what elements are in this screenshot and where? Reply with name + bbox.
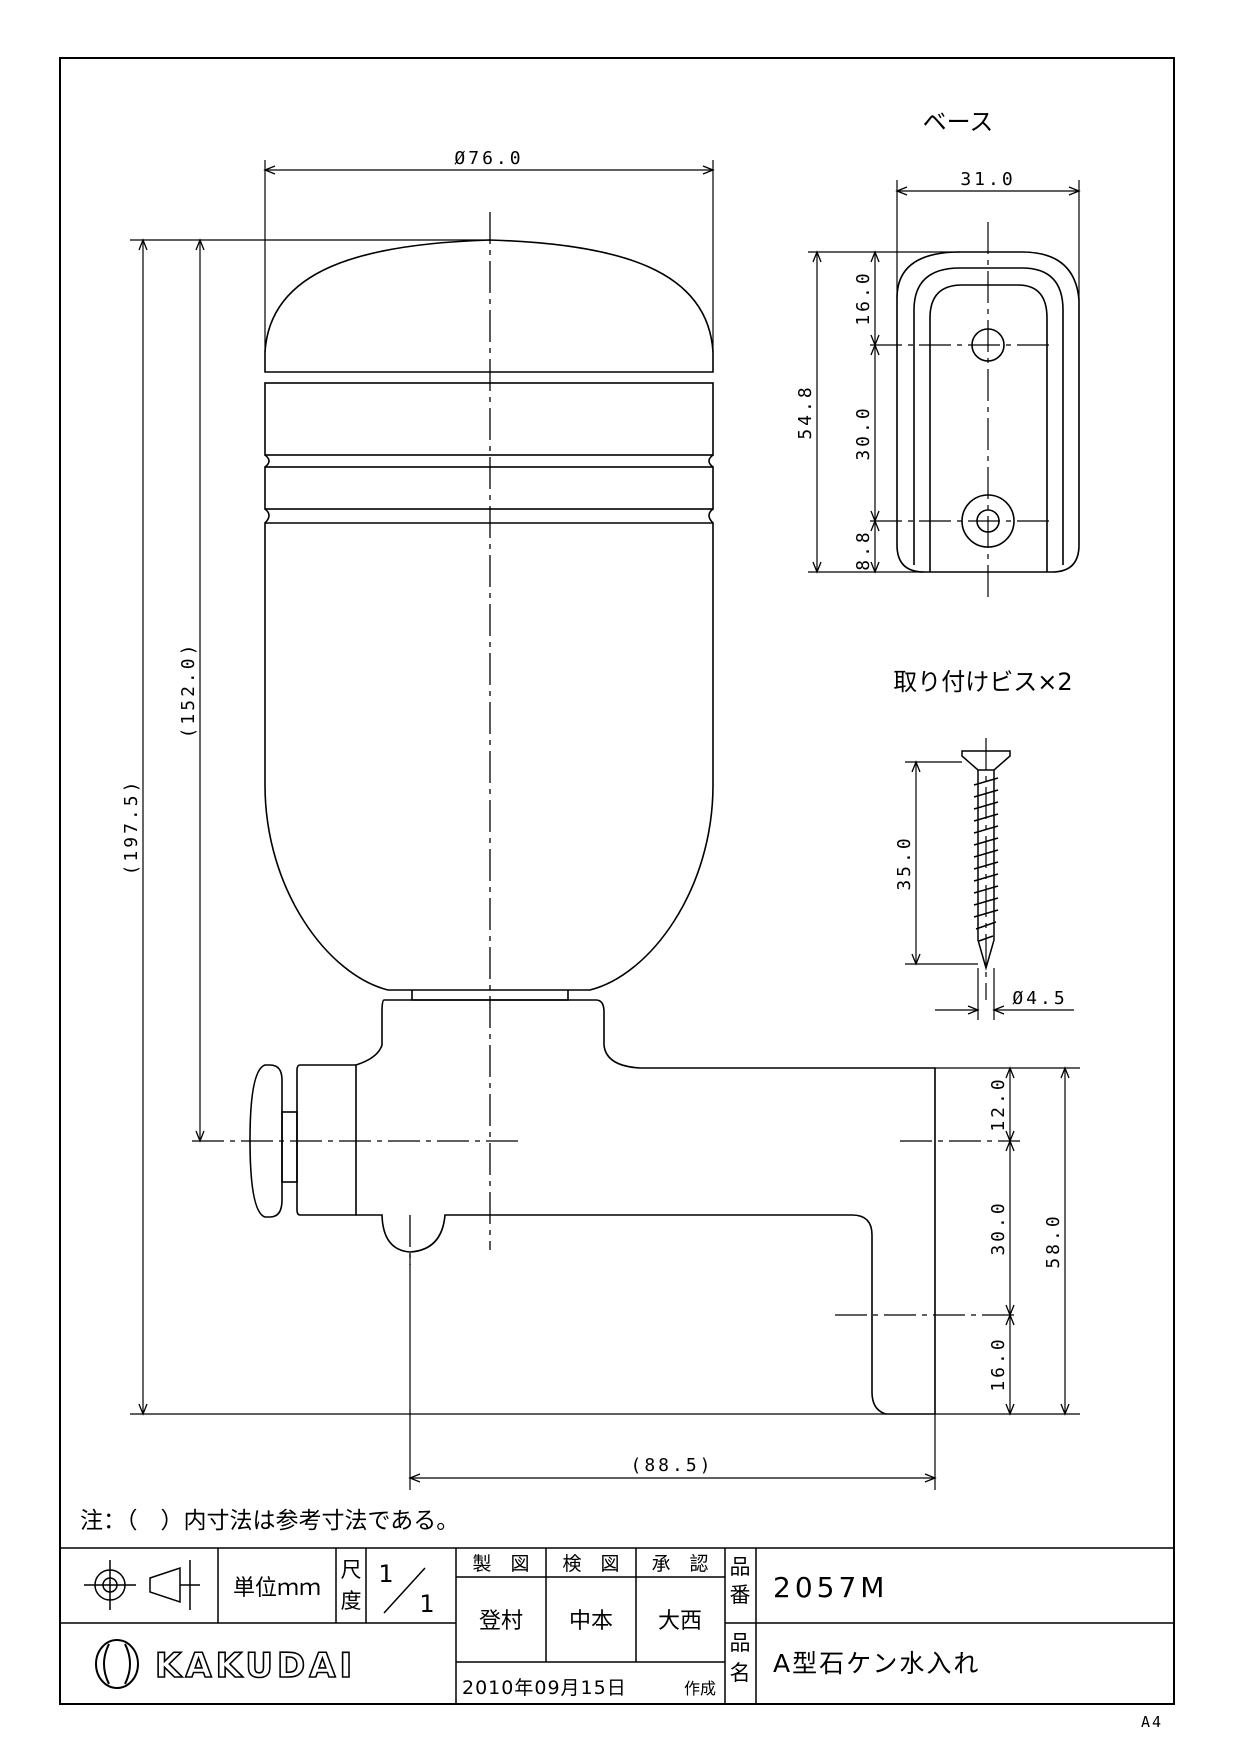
dim-base-width: 31.0 <box>960 169 1015 190</box>
valve-knob <box>249 1064 283 1218</box>
dimension-lines <box>138 165 1070 1483</box>
dim-base-top: 16.0 <box>853 270 874 325</box>
extension-lines <box>130 160 1080 1490</box>
dim-base-bot: 8.8 <box>853 529 874 571</box>
dim-spout-bot: 16.0 <box>988 1336 1009 1391</box>
dim-base-height: 54.8 <box>795 384 816 439</box>
scale-denominator: 1 <box>419 1590 434 1618</box>
dim-spout-top: 12.0 <box>988 1076 1009 1131</box>
dim-spout-height: 58.0 <box>1043 1213 1064 1268</box>
drawn-label: 製 図 <box>472 1553 529 1575</box>
note-text: 注：（ ）内寸法は参考寸法である。 <box>80 1508 459 1534</box>
upper-band <box>264 382 714 456</box>
part-name: A型石ケン水入れ <box>773 1649 980 1678</box>
dim-spout-mid: 30.0 <box>988 1200 1009 1255</box>
spout-housing <box>355 999 936 1415</box>
name-label-1: 品 <box>730 1631 751 1655</box>
paper-size: A4 <box>1141 1713 1163 1731</box>
soap-dispenser-drawing <box>249 239 936 1415</box>
created-date: 2010年09月15日 <box>462 1677 627 1699</box>
dim-body-height: (152.0) <box>178 642 199 739</box>
scale-label-1: 尺 <box>341 1558 362 1582</box>
bottle-body <box>264 522 714 991</box>
checked-label: 検 図 <box>562 1553 619 1575</box>
dim-dia-top: Ø76.0 <box>454 148 523 169</box>
scale-label-2: 度 <box>341 1589 362 1613</box>
dim-spout-reach: (88.5) <box>630 1455 713 1476</box>
drawn-by: 登村 <box>479 1609 523 1634</box>
valve-stem <box>281 1111 298 1183</box>
unit-label: 単位ｍｍ <box>233 1576 321 1601</box>
created-label: 作成 <box>684 1679 716 1698</box>
name-label-2: 名 <box>730 1661 751 1685</box>
brand-name: KAKUDAI <box>155 1646 356 1686</box>
centre-lines <box>192 212 1020 1316</box>
lower-band <box>264 466 714 510</box>
title-block <box>60 1547 1174 1704</box>
valve-nut <box>296 1064 356 1216</box>
part-number: 2057M <box>773 1571 888 1604</box>
dome-cap <box>264 239 714 373</box>
dim-base-mid: 30.0 <box>853 405 874 460</box>
dim-overall-height: (197.5) <box>121 779 142 876</box>
screw-label: 取り付けビス×2 <box>893 668 1072 696</box>
scale-numerator: 1 <box>378 1560 393 1588</box>
dim-screw-dia: Ø4.5 <box>1012 988 1067 1009</box>
sheet-border <box>59 57 1175 1705</box>
part-no-label-1: 品 <box>730 1555 751 1579</box>
approved-label: 承 認 <box>651 1553 708 1575</box>
base-label: ベース <box>923 108 994 136</box>
kakudai-logo-icon <box>95 1639 139 1689</box>
dim-screw-length: 35.0 <box>894 835 915 890</box>
projection-symbol-icon <box>84 1560 200 1610</box>
part-no-label-2: 番 <box>730 1583 751 1607</box>
approved-by: 大西 <box>658 1609 702 1634</box>
checked-by: 中本 <box>569 1609 613 1634</box>
